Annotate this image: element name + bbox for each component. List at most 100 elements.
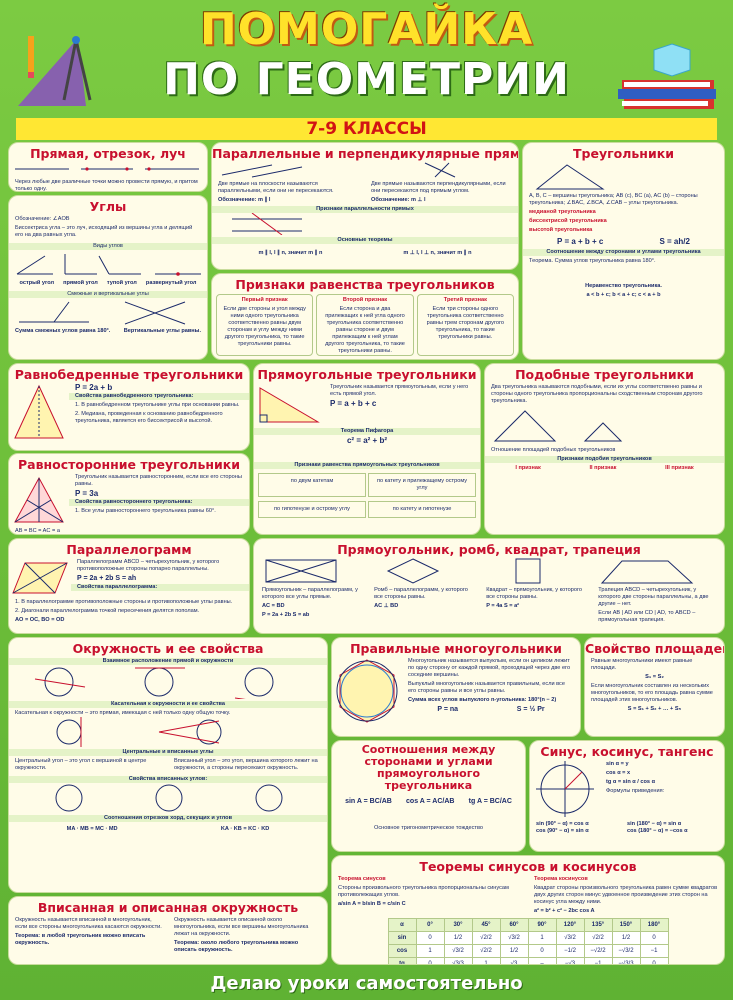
parallelogram-prop-1: 1. В параллелограмме противоположные сто…	[15, 599, 233, 605]
areas-formula-2: S = S₁ + S₂ + … + S₅	[627, 706, 682, 712]
panel-title: Прямоугольные треугольники	[257, 367, 477, 382]
panel-right-triangles: Прямоугольные треугольники Треугольник н…	[253, 363, 481, 535]
regular-text: Выпуклый многоугольник называется правил…	[408, 681, 565, 694]
panel-title: Вписанная и описанная окружность	[37, 900, 299, 915]
footer-slogan: Делаю уроки самостоятельно	[210, 973, 523, 994]
square-figure	[515, 558, 541, 584]
panel-title: Равносторонние треугольники	[17, 457, 240, 472]
panel-sin-cos-tan: Синус, косинус, тангенс sin α = y cos α …	[529, 740, 725, 852]
similar-sign-2: II признак	[589, 465, 617, 471]
panel-triangle-equality: Признаки равенства треугольников Первый …	[211, 273, 519, 360]
panel-equilateral: Равносторонние треугольники Треугольник …	[8, 453, 250, 535]
central-angle-text: Центральный угол – это угол с вершиной в…	[15, 758, 147, 771]
compass-ruler-icon	[18, 36, 92, 106]
tg-def: tg α = sin α / cos α	[606, 779, 656, 785]
right-sign-4: по катету и гипотенузе	[368, 501, 476, 518]
angle-kind-straight: развернутый угол	[145, 280, 197, 286]
angle-kind-right: прямой угол	[63, 280, 98, 286]
similar-text: Два треугольника называются подобными, е…	[491, 384, 703, 404]
trig-value-cell: 0	[415, 931, 445, 945]
inscribed-angle-text: Вписанный угол – это угол, вершина котор…	[174, 758, 318, 771]
reduction-4: cos (180° − α) = −cos α	[627, 828, 688, 834]
panel-title: Параллельные и перпендикулярные прямые	[212, 146, 519, 161]
trig-value-cell: 0	[527, 944, 557, 958]
triangle-sum: Теорема. Сумма углов треугольника равна …	[529, 258, 656, 264]
rectangle-figure	[265, 559, 337, 583]
areas-text: Равные многоугольники имеют равные площа…	[591, 658, 693, 671]
circle-mutual-title: Взаимное расположение прямой и окружност…	[9, 658, 327, 665]
parallelogram-notation: AO = OC, BO = OD	[15, 617, 65, 623]
similar-signs-title: Признаки подобия треугольников	[485, 456, 724, 463]
equilateral-text: Треугольник называется равносторонним, е…	[75, 474, 242, 487]
rectangle-text: Прямоугольник – параллелограмм, у которо…	[262, 587, 358, 600]
trapezoid-note: Если AB | AD или CD | AD, то ABCD – прям…	[598, 610, 696, 623]
vertical-equal: Вертикальные углы равны.	[123, 328, 201, 334]
trig-value-cell: tg	[387, 957, 417, 964]
square-formula: P = 4a S = a²	[486, 603, 520, 609]
sine-theorem-title: Теорема синусов	[338, 876, 386, 882]
ratio-sin: sin A = BC/AB	[345, 798, 392, 805]
isosceles-props-title: Свойства равнобедренного треугольника:	[69, 393, 249, 400]
right-sign-2: по катету и прилежащему острому углу	[368, 473, 476, 497]
trig-value-cell: √3/3	[443, 957, 473, 964]
grades-band: 7-9 КЛАССЫ	[16, 118, 717, 140]
trapezoid-figure	[601, 560, 694, 584]
regular-perimeter: P = na	[437, 706, 459, 713]
trig-value-cell: 1/2	[611, 931, 641, 945]
isosceles-prop-2: 2. Медиана, проведенная к основанию равн…	[75, 411, 223, 424]
panel-line-segment-ray: Прямая, отрезок, луч Через любые две раз…	[8, 142, 208, 192]
unit-circle-figure	[536, 761, 594, 817]
parallelogram-props-title: Свойства параллелограмма:	[71, 584, 249, 591]
sin-def: sin α = y	[606, 761, 629, 767]
panel-title: Соотношения между сторонами и углами пря…	[361, 743, 496, 792]
trig-value-cell: 1	[415, 944, 445, 958]
panel-title: Подобные треугольники	[515, 367, 694, 382]
equality-sign-3-name: Третий признак	[443, 297, 487, 303]
chords-title: Соотношения отрезков хорд, секущих и угл…	[9, 815, 327, 822]
parallelogram-prop-2: 2. Диагонали параллелограмма точкой пере…	[15, 608, 200, 614]
similar-sign-1: I признак	[515, 465, 541, 471]
adjacent-sum: Сумма смежных углов равна 180°.	[15, 328, 111, 334]
trig-value-cell: √2/2	[471, 944, 501, 958]
inscribed-circle-text: Окружность называется вписанной в многоу…	[15, 917, 162, 930]
circumscribed-circle-theorem: Теорема: около любого треугольника можно…	[174, 940, 299, 953]
triangles-height: высотой треугольника	[529, 227, 593, 233]
panel-title: Правильные многоугольники	[350, 641, 562, 656]
parallelogram-formulas: P = 2a + 2b S = ah	[77, 575, 137, 582]
right-triangle-figure	[259, 387, 320, 423]
reduction-2: cos (90° − α) = sin α	[536, 828, 589, 834]
trig-value-cell: −√3/2	[611, 944, 641, 958]
tangent-text: Касательная к окружности – это прямая, и…	[15, 710, 231, 716]
trig-value-cell: √3/2	[443, 944, 473, 958]
trig-value-cell: 0	[415, 957, 445, 964]
pythagoras-formula: c² = a² + b²	[346, 436, 387, 445]
triangles-text: A, B, C – вершины треугольника; AB (c), …	[529, 193, 698, 206]
trig-value-cell: 1/2	[443, 931, 473, 945]
trig-header-cell: 135°	[583, 918, 613, 932]
equality-sign-1-text: Если две стороны и угол между ними одног…	[223, 306, 306, 347]
trig-header-cell: 90°	[527, 918, 557, 932]
equilateral-props-title: Свойства равностороннего треугольника:	[69, 499, 249, 506]
right-sign-1: по двум катетам	[258, 473, 366, 497]
rhombus-text: Ромб – параллелограмм, у которого все ст…	[374, 587, 468, 600]
panel-parallel-perpendicular: Параллельные и перпендикулярные прямые Д…	[211, 142, 519, 270]
parallel-lines-figure	[221, 164, 303, 178]
isosceles-formula: P = 2a + b	[75, 383, 113, 392]
rectangle-diagonals: AC = BD	[262, 603, 285, 609]
equilateral-caption: AB = BC = AC = a	[15, 528, 60, 534]
line-circle-figures	[34, 667, 274, 699]
poster-title-line1: ПОМОГАЙКА	[199, 4, 534, 55]
rectangle-formula: P = 2a + 2b S = ab	[262, 612, 310, 618]
perpendicular-notation: Обозначение: m ⊥ l	[371, 197, 426, 203]
secant-formula: KA · KB = KC · KD	[220, 826, 270, 832]
panel-title: Теоремы синусов и косинусов	[419, 859, 637, 874]
triangles-median: медианой треугольника	[529, 209, 596, 215]
panel-area-properties: Свойство площадей Равные многоугольники …	[584, 637, 725, 737]
trig-value-cell: √2/2	[471, 931, 501, 945]
right-sign-3: по гипотенузе и острому углу	[258, 501, 366, 518]
theorem-parallel: m ∥ l, l ∥ n, значит m ∥ n	[258, 250, 323, 256]
panel-parallelogram: Параллелограмм Параллелограмм ABCD – чет…	[8, 538, 250, 634]
tangent-figures	[56, 717, 222, 747]
angle-kind-acute: острый угол	[19, 280, 55, 286]
